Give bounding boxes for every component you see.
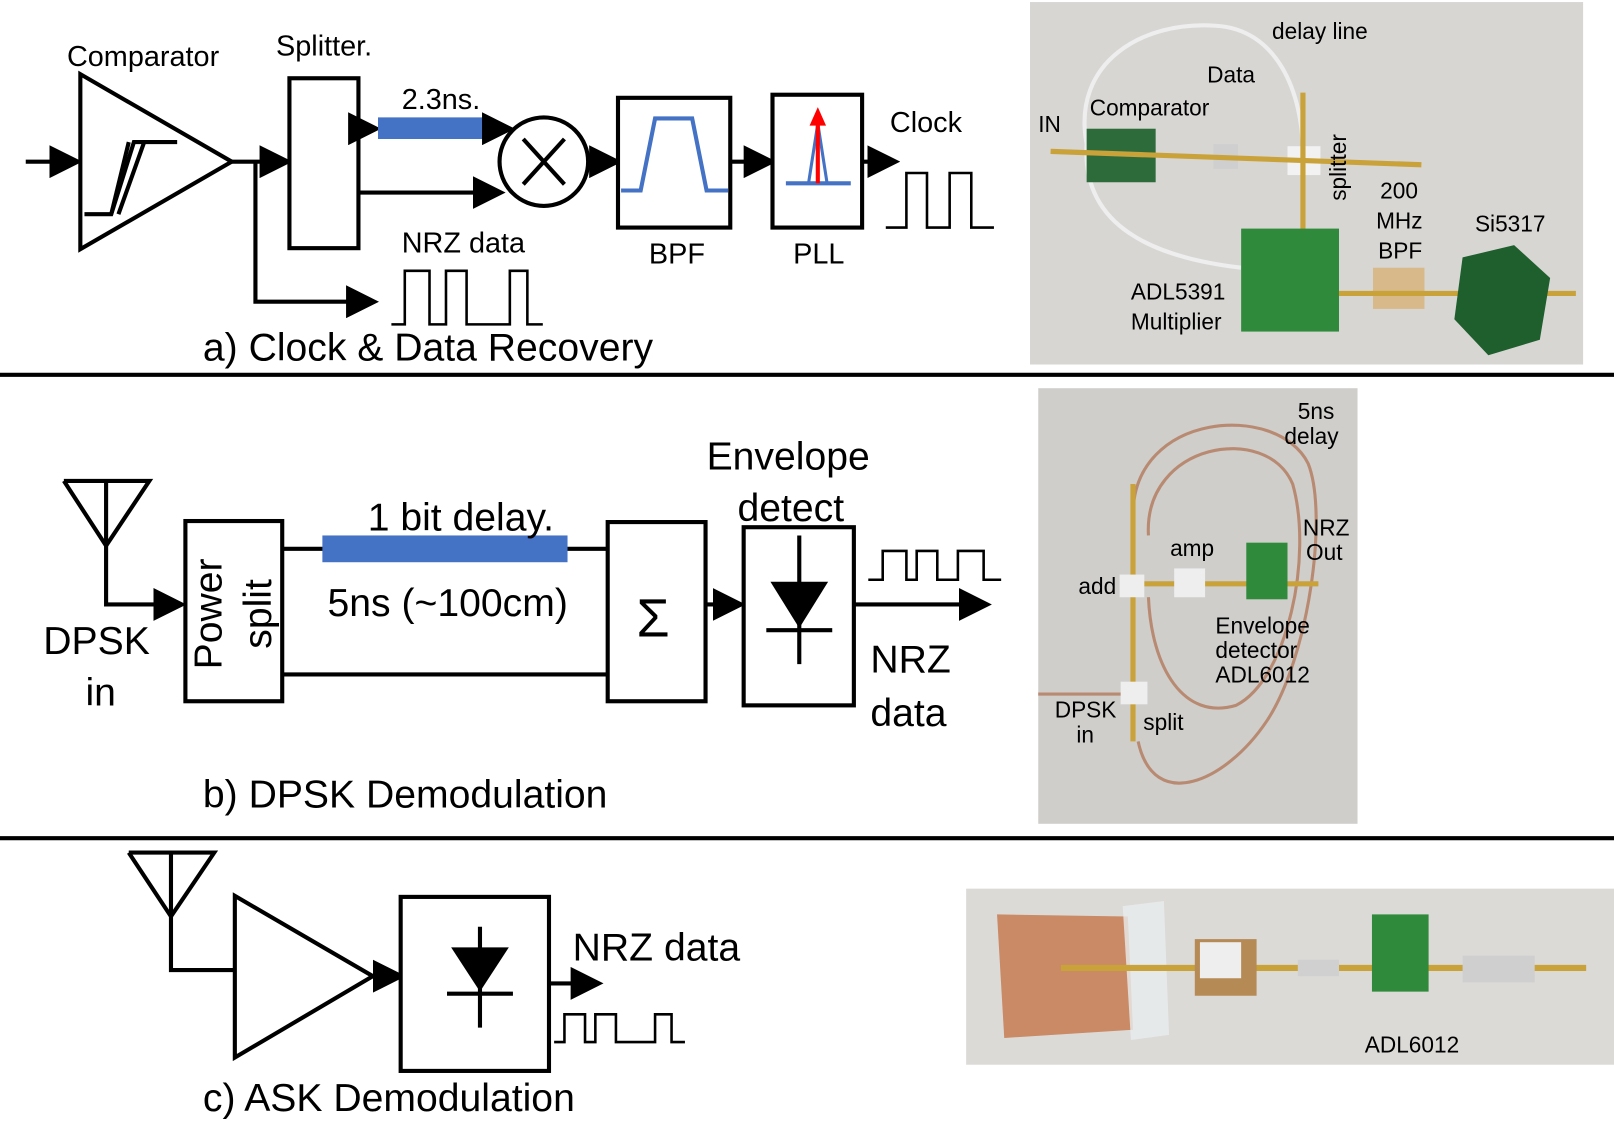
amplifier-symbol (232, 892, 377, 1062)
power-split-label-2: split (237, 579, 280, 649)
photo-label-delay: delay (1284, 423, 1339, 449)
comparator-symbol (78, 70, 236, 253)
photo-label-5ns: 5ns (1298, 398, 1335, 424)
panel-b-dpsk-demodulation: DPSK in Power split 1 bit delay. 5ns (~1… (43, 388, 1358, 824)
comparator-label: Comparator (67, 41, 220, 73)
dpsk-in-label-2: in (85, 671, 115, 714)
photo-label-comparator: Comparator (1090, 94, 1210, 120)
nrz-output-waveform (554, 1012, 685, 1044)
pll-block (770, 92, 865, 230)
dpsk-in-label-1: DPSK (43, 620, 150, 663)
nrz-data-branch-arrow (253, 161, 380, 319)
splitter-label: Splitter. (276, 31, 372, 63)
panel-a-caption: a) Clock & Data Recovery (203, 326, 654, 369)
photo-label-dpsk: DPSK (1055, 697, 1117, 723)
photo-label-multiplier: Multiplier (1131, 309, 1222, 335)
photo-label-adl6012: ADL6012 (1215, 662, 1309, 688)
antenna-icon (127, 850, 219, 921)
one-bit-delay-bar (322, 535, 568, 563)
clock-waveform (885, 171, 994, 229)
panel-a-clock-data-recovery: Comparator Splitter. 2.3ns. BPF PLL (25, 2, 1584, 369)
splitter-block (287, 76, 361, 251)
nrz-output-waveform (868, 549, 1002, 582)
photo-label-splitter: splitter (1325, 134, 1351, 201)
photo-label-si5317: Si5317 (1475, 211, 1546, 237)
antenna-icon (62, 478, 154, 550)
panel-c-ask-demodulation: NRZ data c) ASK Demodulation ADL6012 (127, 850, 1614, 1120)
photo-label-add: add (1078, 573, 1116, 599)
photo-label-bpf-3: BPF (1378, 237, 1422, 263)
antenna-to-split-arrow (104, 545, 187, 621)
photo-label-adl6012: ADL6012 (1365, 1031, 1459, 1057)
photo-label-data: Data (1207, 61, 1255, 87)
photo-label-in: IN (1038, 111, 1061, 137)
detector-block (398, 894, 552, 1073)
sum-block (605, 520, 708, 704)
nrz-data-label: NRZ data (573, 927, 741, 970)
photo-label-detector: detector (1215, 637, 1297, 663)
bpf-label: BPF (649, 239, 705, 271)
photo-label-bpf-2: MHz (1376, 208, 1423, 234)
photo-label-in: in (1076, 721, 1094, 747)
diode-icon (766, 535, 833, 665)
photo-label-adl5391: ADL5391 (1131, 279, 1225, 305)
pll-label: PLL (793, 239, 844, 271)
power-split-label-1: Power (187, 558, 230, 669)
delay-label: 2.3ns. (402, 84, 481, 116)
photo-label-bpf-1: 200 (1380, 178, 1418, 204)
nrz-data-label-2: data (870, 692, 946, 735)
delay-length-label: 5ns (~100cm) (328, 582, 568, 625)
bandpass-curve (621, 116, 729, 193)
photo-clock-data-recovery-hardware: delay line Data IN Comparator splitter 2… (1029, 2, 1584, 365)
bpf-block (615, 95, 733, 230)
mixer-symbol (497, 115, 591, 209)
photo-ask-hardware: ADL6012 (966, 888, 1614, 1065)
envelope-detect-label-1: Envelope (707, 436, 870, 479)
antenna-to-amp-line (168, 916, 235, 973)
photo-label-split: split (1143, 709, 1184, 735)
panel-c-caption: c) ASK Demodulation (203, 1077, 575, 1120)
sum-symbol: Σ (637, 589, 670, 648)
panel-b-caption: b) DPSK Demodulation (203, 773, 608, 816)
photo-label-nrz: NRZ (1303, 514, 1350, 540)
nrz-data-label-1: NRZ (870, 638, 950, 681)
envelope-detect-label-2: detect (737, 487, 844, 530)
power-split-block (183, 518, 285, 704)
diode-icon (447, 926, 513, 1028)
photo-label-delay-line: delay line (1272, 18, 1368, 44)
delay-line-bar (378, 117, 488, 140)
photo-label-amp: amp (1170, 535, 1214, 561)
photo-label-envelope: Envelope (1215, 612, 1309, 638)
nrz-data-waveform (391, 269, 543, 326)
clock-label: Clock (890, 107, 963, 139)
nrz-data-label: NRZ data (402, 227, 526, 259)
one-bit-delay-label: 1 bit delay. (368, 496, 554, 539)
photo-dpsk-hardware: 5ns delay NRZ Out amp add Envelope detec… (1038, 388, 1358, 824)
photo-label-out: Out (1306, 539, 1343, 565)
